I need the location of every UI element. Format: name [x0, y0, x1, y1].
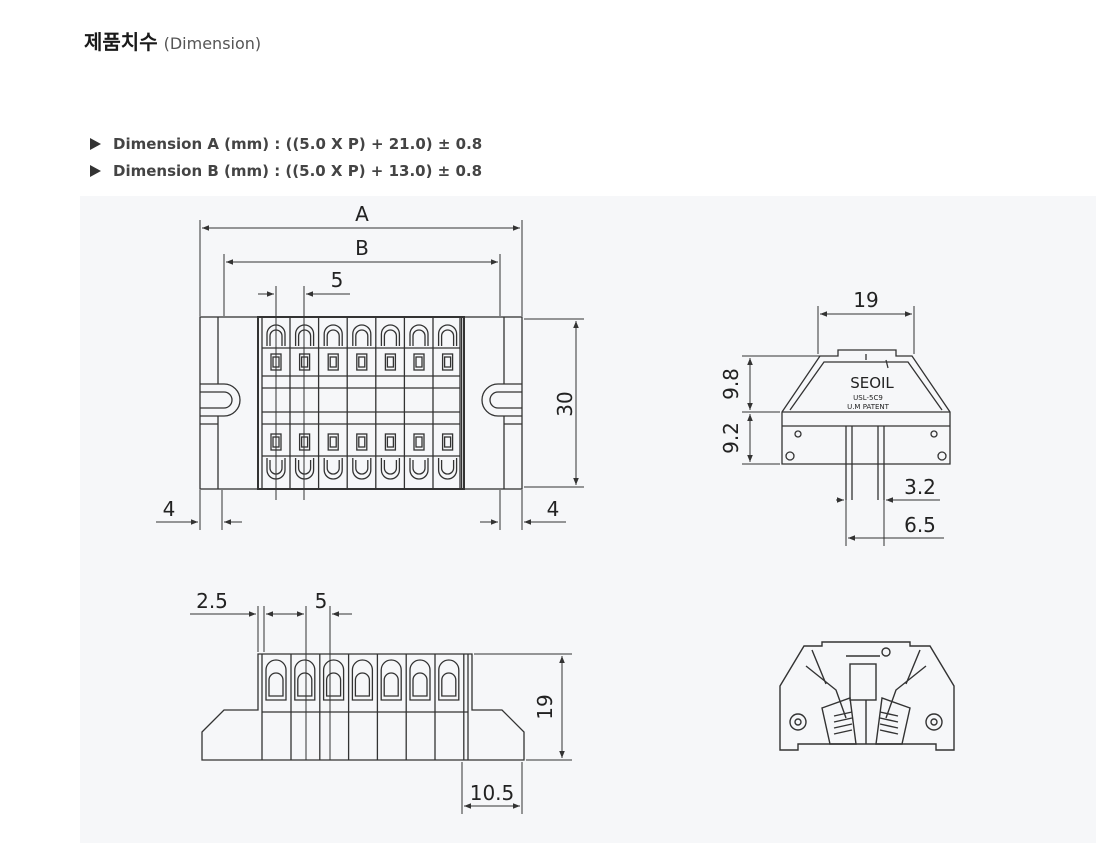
- top-view-dimensions: [156, 220, 584, 530]
- dim-label-front-edge: 2.5: [196, 589, 228, 613]
- heading-korean: 제품치수: [84, 30, 158, 54]
- dimension-drawing-panel: A B 5 30 4 4 2.5 5 19 10.5: [80, 196, 1096, 843]
- front-terminal-cell: [438, 654, 465, 760]
- dim-label-b: B: [355, 236, 369, 260]
- front-terminal-cell: [380, 654, 407, 760]
- front-view-dimensions: [190, 606, 572, 814]
- model-label: USL-5C9: [853, 394, 883, 402]
- spec-text-a: Dimension A (mm) : ((5.0 X P) + 21.0) ± …: [113, 134, 483, 153]
- front-terminal-cell: [409, 654, 436, 760]
- spec-item-a: Dimension A (mm) : ((5.0 X P) + 21.0) ± …: [90, 130, 482, 157]
- dim-label-top-pitch: 5: [331, 268, 344, 292]
- top-terminal-cell: [380, 317, 406, 489]
- dim-label-front-pitch: 5: [315, 589, 328, 613]
- triangle-bullet-icon: [90, 164, 101, 177]
- top-terminal-cell: [266, 317, 291, 489]
- dim-label-front-height: 19: [533, 694, 557, 719]
- dim-label-side-width: 19: [853, 288, 878, 312]
- dim-label-left-margin: 4: [163, 497, 176, 521]
- front-terminal-cell: [322, 654, 350, 760]
- top-view: [199, 316, 523, 490]
- technical-drawing: A B 5 30 4 4 2.5 5 19 10.5: [156, 202, 955, 814]
- dim-label-rail-inner: 3.2: [904, 475, 936, 499]
- patent-label: U.M PATENT: [847, 403, 890, 411]
- dimension-spec-list: Dimension A (mm) : ((5.0 X P) + 21.0) ± …: [90, 130, 482, 184]
- dim-label-side-upper: 9.8: [719, 368, 743, 400]
- front-terminal-cell: [265, 654, 292, 760]
- top-terminal-cell: [409, 317, 434, 489]
- brand-label: SEOIL: [850, 374, 894, 392]
- top-terminal-cell: [294, 317, 320, 489]
- front-terminal-cell: [294, 654, 321, 760]
- side-view-dimensions: [742, 306, 944, 546]
- dim-label-top-height: 30: [553, 391, 577, 416]
- top-terminal-cell: [323, 317, 348, 489]
- spec-item-b: Dimension B (mm) : ((5.0 X P) + 13.0) ± …: [90, 157, 482, 184]
- dim-label-front-base: 10.5: [470, 781, 515, 805]
- dim-label-a: A: [355, 202, 369, 226]
- top-terminal-cell: [437, 317, 463, 489]
- dim-label-rail-outer: 6.5: [904, 513, 936, 537]
- section-view: [779, 641, 955, 751]
- heading-english: (Dimension): [163, 34, 262, 53]
- page-heading: 제품치수 (Dimension): [84, 26, 261, 56]
- front-view: [201, 653, 525, 761]
- dim-label-right-margin: 4: [547, 497, 560, 521]
- triangle-bullet-icon: [90, 137, 101, 150]
- spec-text-b: Dimension B (mm) : ((5.0 X P) + 13.0) ± …: [113, 161, 483, 180]
- top-terminal-cell: [352, 317, 377, 489]
- front-terminal-cell: [351, 654, 379, 760]
- dim-label-side-lower: 9.2: [719, 422, 743, 454]
